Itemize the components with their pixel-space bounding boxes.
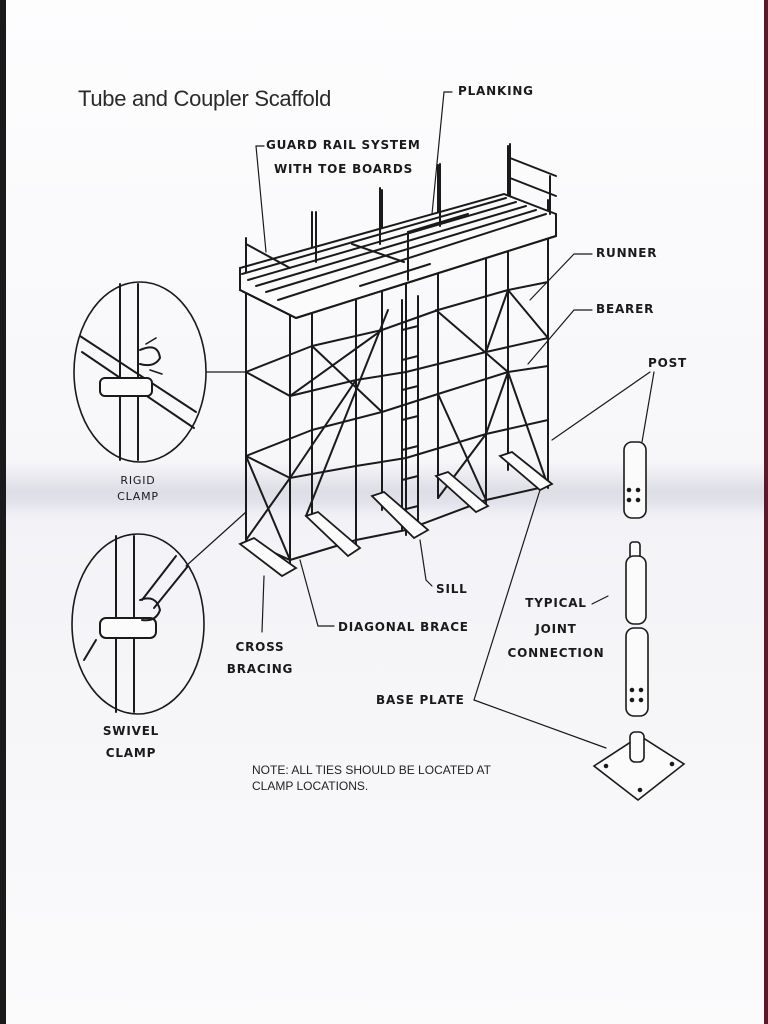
label-runner: RUNNER xyxy=(596,246,658,260)
scaffold-frame xyxy=(245,145,549,569)
label-sill: SILL xyxy=(436,582,468,596)
sills xyxy=(238,450,554,578)
label-swivel-clamp-line1: SWIVEL xyxy=(102,724,160,738)
label-post: POST xyxy=(648,356,688,370)
photo-edge-right xyxy=(764,0,768,1024)
label-cross-bracing-line2: BRACING xyxy=(226,662,294,676)
label-planking: PLANKING xyxy=(458,84,534,98)
label-base-plate: BASE PLATE xyxy=(376,693,465,707)
rigid-clamp-detail xyxy=(73,281,207,463)
label-typical-line1: TYPICAL xyxy=(525,596,587,610)
joint-connection-sample xyxy=(625,541,649,717)
guard-rail xyxy=(245,143,557,281)
swivel-clamp-detail xyxy=(71,533,205,715)
label-guard-rail-line2: WITH TOE BOARDS xyxy=(274,162,414,176)
label-guard-rail-line1: GUARD RAIL SYSTEM xyxy=(266,138,421,152)
label-rigid-clamp-line1: RIGID xyxy=(120,474,156,487)
post-sample xyxy=(623,441,647,519)
leader-lines xyxy=(255,91,655,749)
base-plate-sample xyxy=(592,731,686,802)
label-typical-line2: JOINT xyxy=(535,622,577,636)
label-typical-line3: CONNECTION xyxy=(507,646,605,660)
photo-edge-left xyxy=(0,0,6,1024)
label-swivel-clamp-line2: CLAMP xyxy=(105,746,157,760)
page-title: Tube and Coupler Scaffold xyxy=(78,86,332,111)
note-text: NOTE: ALL TIES SHOULD BE LOCATED AT CLAM… xyxy=(252,763,491,793)
label-bearer: BEARER xyxy=(596,302,655,316)
label-cross-bracing-line1: CROSS xyxy=(235,640,285,654)
planking-deck xyxy=(239,192,557,320)
label-diagonal-brace: DIAGONAL BRACE xyxy=(338,620,469,634)
label-rigid-clamp-line2: CLAMP xyxy=(117,490,159,503)
